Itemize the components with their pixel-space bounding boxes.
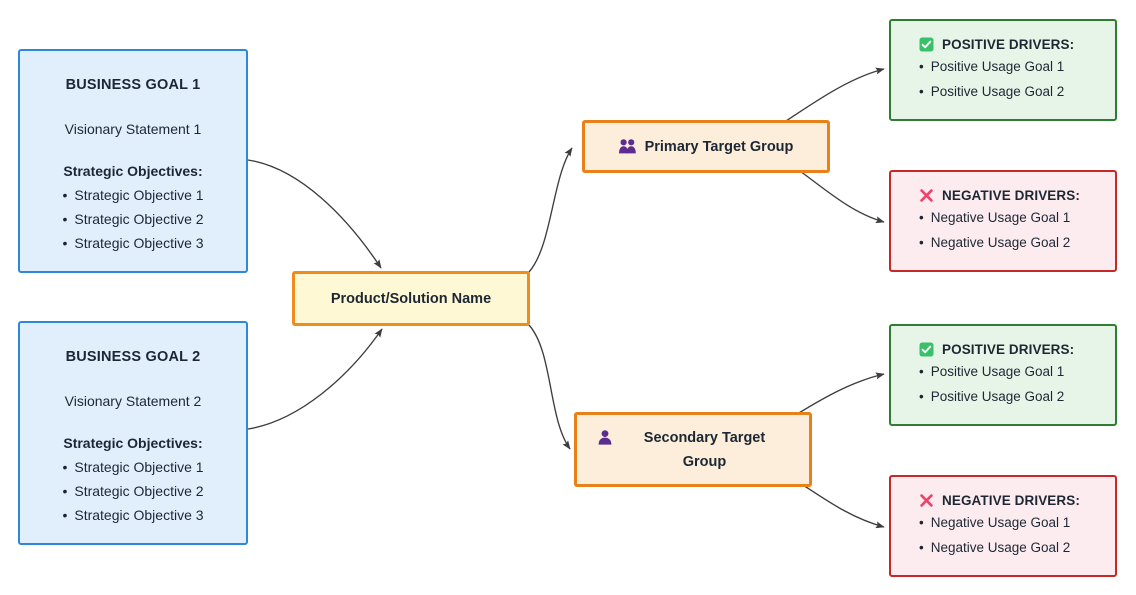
- product-solution-label: Product/Solution Name: [330, 290, 492, 307]
- list-item: Strategic Objective 3: [62, 231, 203, 255]
- business-goal-2-title: BUSINESS GOAL 2: [65, 349, 201, 365]
- list-item: Strategic Objective 3: [62, 503, 203, 527]
- positive-drivers-secondary-node[interactable]: POSITIVE DRIVERS: Positive Usage Goal 1 …: [889, 324, 1117, 426]
- cross-mark-icon: [919, 493, 934, 508]
- primary-target-group-node[interactable]: Primary Target Group: [582, 120, 830, 173]
- positive-drivers-primary-node[interactable]: POSITIVE DRIVERS: Positive Usage Goal 1 …: [889, 19, 1117, 121]
- list-item: Strategic Objective 1: [62, 455, 203, 479]
- business-goal-2-objectives-list: Strategic Objective 1 Strategic Objectiv…: [62, 455, 203, 527]
- list-item: Strategic Objective 2: [62, 479, 203, 503]
- primary-target-group-label: Primary Target Group: [644, 138, 794, 155]
- business-goal-2-node[interactable]: BUSINESS GOAL 2 Visionary Statement 2 St…: [18, 321, 248, 545]
- edge-goal1-to-product: [247, 159, 382, 269]
- list-item: Positive Usage Goal 1: [919, 54, 1115, 79]
- check-box-icon: [919, 37, 934, 52]
- business-goal-1-vision: Visionary Statement 1: [64, 121, 202, 137]
- person-icon: [598, 429, 612, 445]
- positive-drivers-primary-title: POSITIVE DRIVERS:: [942, 36, 1075, 52]
- negative-drivers-primary-title: NEGATIVE DRIVERS:: [942, 187, 1080, 203]
- secondary-target-group-node[interactable]: Secondary Target Group: [574, 412, 812, 487]
- edge-product-to-primary-target: [528, 147, 573, 273]
- negative-drivers-primary-header: NEGATIVE DRIVERS:: [919, 188, 1115, 203]
- business-goal-1-objectives-heading: Strategic Objectives:: [63, 163, 203, 179]
- edge-primary-to-positive-drivers: [782, 67, 885, 124]
- negative-drivers-secondary-title: NEGATIVE DRIVERS:: [942, 492, 1080, 508]
- secondary-target-group-content: Secondary Target Group: [582, 426, 804, 474]
- edge-goal2-to-product: [247, 328, 383, 430]
- business-goal-2-objectives-heading: Strategic Objectives:: [63, 435, 203, 451]
- primary-target-group-content: Primary Target Group: [603, 135, 810, 159]
- product-solution-node[interactable]: Product/Solution Name: [292, 271, 530, 326]
- positive-drivers-secondary-list: Positive Usage Goal 1 Positive Usage Goa…: [919, 359, 1115, 409]
- business-goal-1-node[interactable]: BUSINESS GOAL 1 Visionary Statement 1 St…: [18, 49, 248, 273]
- check-box-icon: [919, 342, 934, 357]
- edge-product-to-secondary-target: [528, 324, 571, 450]
- business-goal-2-vision: Visionary Statement 2: [64, 393, 202, 409]
- negative-drivers-primary-list: Negative Usage Goal 1 Negative Usage Goa…: [919, 205, 1115, 255]
- two-people-icon: [618, 139, 636, 154]
- business-goal-1-objectives-list: Strategic Objective 1 Strategic Objectiv…: [62, 183, 203, 255]
- negative-drivers-secondary-list: Negative Usage Goal 1 Negative Usage Goa…: [919, 510, 1115, 560]
- edge-primary-to-negative-drivers: [799, 170, 885, 224]
- positive-drivers-primary-list: Positive Usage Goal 1 Positive Usage Goa…: [919, 54, 1115, 104]
- negative-drivers-secondary-node[interactable]: NEGATIVE DRIVERS: Negative Usage Goal 1 …: [889, 475, 1117, 577]
- cross-mark-icon: [919, 188, 934, 203]
- negative-drivers-secondary-header: NEGATIVE DRIVERS:: [919, 493, 1115, 508]
- positive-drivers-primary-header: POSITIVE DRIVERS:: [919, 37, 1115, 52]
- secondary-target-group-label: Secondary Target Group: [643, 429, 766, 470]
- list-item: Negative Usage Goal 1: [919, 205, 1115, 230]
- list-item: Positive Usage Goal 1: [919, 359, 1115, 384]
- list-item: Strategic Objective 1: [62, 183, 203, 207]
- list-item: Positive Usage Goal 2: [919, 384, 1115, 409]
- list-item: Negative Usage Goal 2: [919, 230, 1115, 255]
- list-item: Strategic Objective 2: [62, 207, 203, 231]
- edge-secondary-to-negative-drivers: [799, 482, 885, 529]
- edge-secondary-to-positive-drivers: [793, 372, 885, 417]
- list-item: Positive Usage Goal 2: [919, 79, 1115, 104]
- business-goal-1-title: BUSINESS GOAL 1: [65, 77, 201, 93]
- positive-drivers-secondary-header: POSITIVE DRIVERS:: [919, 342, 1115, 357]
- negative-drivers-primary-node[interactable]: NEGATIVE DRIVERS: Negative Usage Goal 1 …: [889, 170, 1117, 272]
- list-item: Negative Usage Goal 2: [919, 535, 1115, 560]
- list-item: Negative Usage Goal 1: [919, 510, 1115, 535]
- positive-drivers-secondary-title: POSITIVE DRIVERS:: [942, 341, 1075, 357]
